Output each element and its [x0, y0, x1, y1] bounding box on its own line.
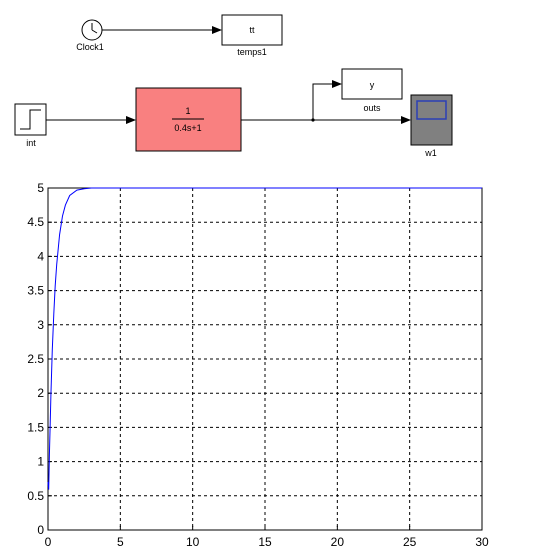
y-tick-label: 4: [37, 249, 44, 263]
tf-numerator: 1: [185, 106, 190, 116]
y-tick-label: 1.5: [27, 420, 44, 434]
scope-plot: 0 5 10 15 20 25 30 0 0.5 1 1.5 2 2.5 3 3.5 4 4.5 5: [27, 181, 489, 549]
grid-lines: [48, 188, 482, 530]
x-tick-label: 10: [186, 535, 200, 549]
step-block[interactable]: int: [14, 103, 47, 148]
x-tick-label: 5: [117, 535, 124, 549]
y-tick-label: 5: [37, 181, 44, 195]
step-icon: [20, 109, 41, 130]
tf-denominator: 0.4s+1: [174, 123, 201, 133]
x-tick-label: 15: [258, 535, 272, 549]
step-label: int: [26, 138, 36, 148]
series-line: [47, 187, 482, 490]
y-tick-label: 2: [37, 386, 44, 400]
tt-block[interactable]: tt temps1: [221, 14, 283, 57]
scope-block[interactable]: w1: [410, 94, 453, 158]
tt-block-label: temps1: [237, 47, 267, 57]
branch-point: [311, 118, 315, 122]
transfer-function-block[interactable]: 1 0.4s+1: [135, 87, 242, 152]
series-layer: [47, 187, 482, 490]
y-block[interactable]: y outs: [341, 68, 403, 113]
scope-label: w1: [424, 148, 437, 158]
signal-branch-to-y[interactable]: [312, 80, 342, 120]
x-tick-label: 20: [331, 535, 345, 549]
x-tick-label: 25: [403, 535, 417, 549]
y-block-label: outs: [363, 103, 381, 113]
y-tick-label: 4.5: [27, 215, 44, 229]
tt-block-text: tt: [249, 25, 255, 35]
y-tick-label: 0: [37, 523, 44, 537]
x-tick-label: 0: [45, 535, 52, 549]
tick-labels: 0 5 10 15 20 25 30 0 0.5 1 1.5 2 2.5 3 3.5 4 4.5 5: [27, 181, 489, 549]
x-tick-label: 30: [475, 535, 489, 549]
block-diagram: Clock1 tt temps1 int 1 0.4s+1: [14, 14, 453, 158]
y-tick-label: 3: [37, 318, 44, 332]
y-tick-label: 1: [37, 455, 44, 469]
clock-block[interactable]: Clock1: [76, 19, 104, 52]
scope-screen-icon: [416, 100, 447, 120]
clock-label: Clock1: [76, 42, 104, 52]
y-block-text: y: [370, 80, 375, 90]
y-tick-label: 2.5: [27, 352, 44, 366]
y-tick-label: 3.5: [27, 284, 44, 298]
axis-ticks: [47, 187, 483, 531]
y-tick-label: 0.5: [27, 489, 44, 503]
